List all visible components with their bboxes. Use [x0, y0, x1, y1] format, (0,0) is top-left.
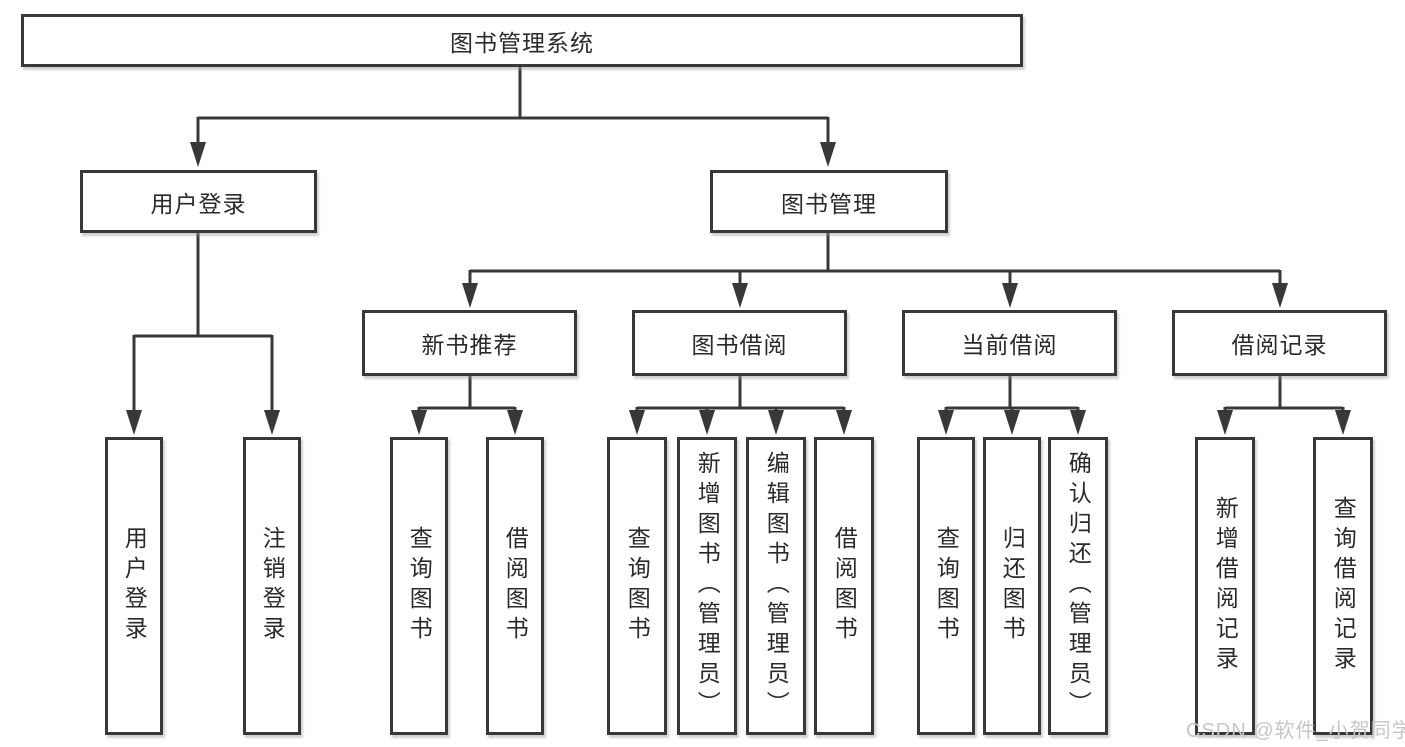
node-new-book-recommendation: 新书推荐: [362, 310, 577, 376]
csdn-watermark: CSDN @软件_小贺同学: [1186, 720, 1405, 742]
leaf-borrow-query-books: 查询图书: [607, 437, 667, 735]
leaf-borrow-edit-books-admin: 编辑图书（管理员）: [746, 437, 806, 735]
node-label: 新增借阅记录: [1212, 496, 1239, 676]
node-user-login-branch: 用户登录: [80, 170, 317, 233]
node-label: 注销登录: [259, 526, 286, 646]
leaf-current-confirm-return-admin: 确认归还（管理员）: [1048, 437, 1108, 735]
leaf-rec-borrow-books: 借阅图书: [486, 437, 544, 735]
node-label: 新书推荐: [421, 332, 518, 358]
node-label: 编辑图书（管理员）: [763, 451, 790, 721]
node-label: 归还图书: [999, 526, 1026, 646]
leaf-borrow-add-books-admin: 新增图书（管理员）: [677, 437, 737, 735]
leaf-logout: 注销登录: [243, 437, 301, 735]
node-label: 图书借阅: [691, 332, 788, 358]
node-label: 用户登录: [150, 190, 247, 217]
node-borrowing-records: 借阅记录: [1172, 310, 1387, 376]
node-current-borrowing: 当前借阅: [902, 310, 1117, 376]
leaf-rec-query-books: 查询图书: [390, 437, 448, 735]
node-book-borrowing: 图书借阅: [632, 310, 847, 376]
leaf-records-query-record: 查询借阅记录: [1313, 437, 1373, 735]
leaf-current-query-books: 查询图书: [917, 437, 975, 735]
node-label: 查询图书: [624, 526, 651, 646]
node-label: 借阅图书: [831, 526, 858, 646]
node-label: 当前借阅: [961, 332, 1058, 358]
node-label: 查询图书: [406, 526, 433, 646]
node-book-management: 图书管理: [710, 170, 948, 233]
node-label: 查询图书: [933, 526, 960, 646]
node-library-system: 图书管理系统: [21, 14, 1023, 67]
leaf-borrow-borrow-books: 借阅图书: [814, 437, 874, 735]
leaf-current-return-books: 归还图书: [983, 437, 1041, 735]
node-label: 确认归还（管理员）: [1065, 451, 1092, 721]
node-label: 用户登录: [121, 526, 148, 646]
node-label: 图书管理系统: [450, 29, 594, 56]
node-label: 借阅记录: [1231, 332, 1328, 358]
leaf-records-add-record: 新增借阅记录: [1195, 437, 1255, 735]
node-label: 借阅图书: [502, 526, 529, 646]
node-label: 新增图书（管理员）: [694, 451, 721, 721]
node-label: 查询借阅记录: [1330, 496, 1357, 676]
node-label: 图书管理: [781, 190, 877, 217]
leaf-user-login: 用户登录: [105, 437, 163, 735]
